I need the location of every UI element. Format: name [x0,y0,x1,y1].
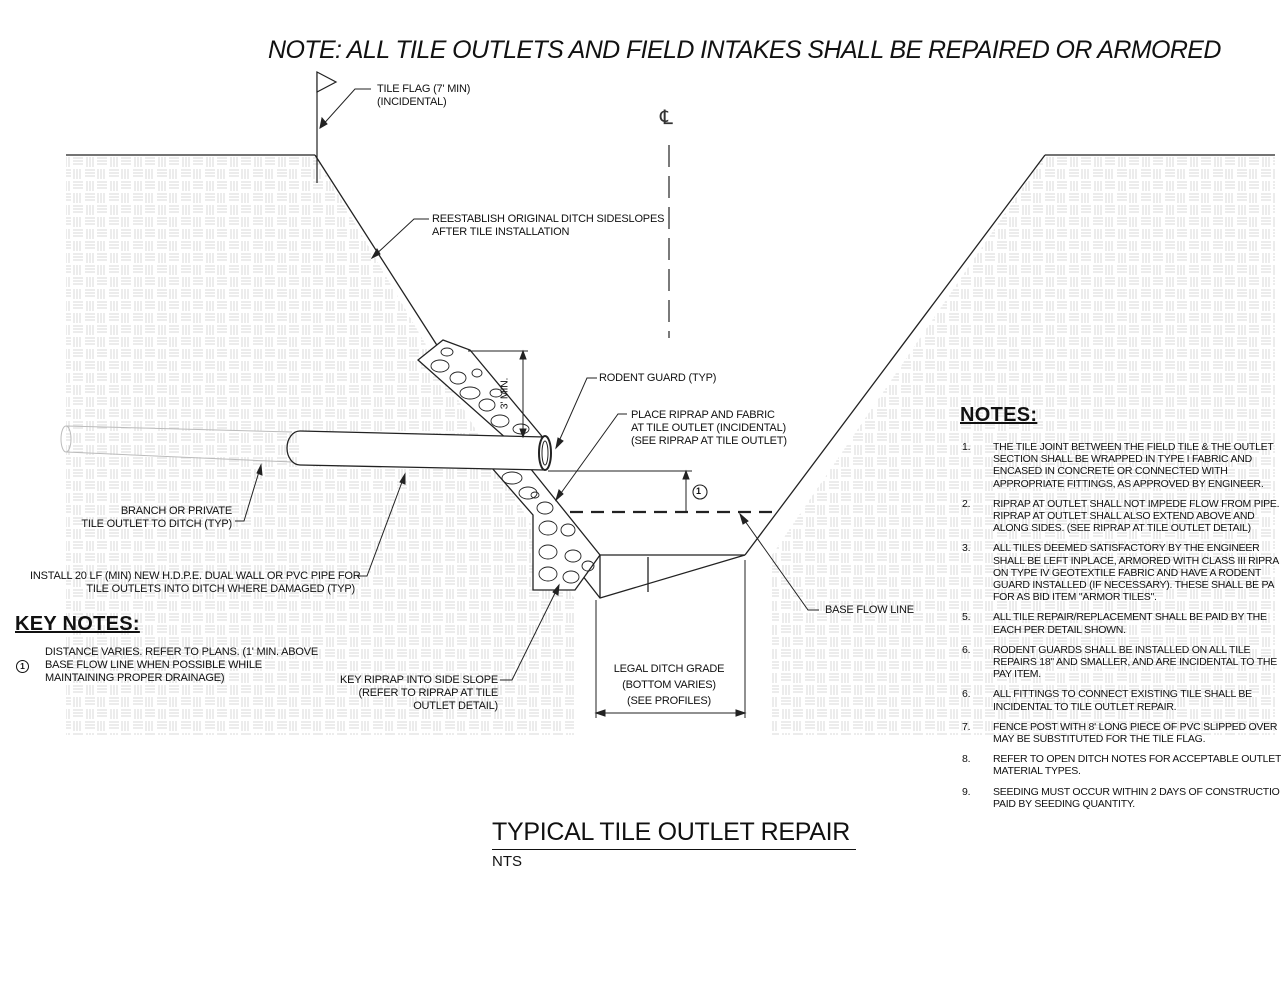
key-note-marker: 1 [16,660,29,673]
note-item: 1.THE TILE JOINT BETWEEN THE FIELD TILE … [962,441,1274,490]
drawing-scale: NTS [492,853,522,870]
callout-tile-flag: TILE FLAG (7' MIN)(INCIDENTAL) [377,83,471,108]
dimension-marker-1: 1 [696,486,701,496]
notes-heading: NOTES: [960,404,1038,426]
note-item: 7.FENCE POST WITH 8' LONG PIECE OF PVC S… [962,720,1278,746]
note-item: 9.SEEDING MUST OCCUR WITHIN 2 DAYS OF CO… [962,785,1280,810]
note-item: 2.RIPRAP AT OUTLET SHALL NOT IMPEDE FLOW… [962,497,1280,535]
title-underline [492,849,856,850]
callout-key-riprap: KEY RIPRAP INTO SIDE SLOPE(REFER TO RIPR… [340,674,499,712]
new-pipe [300,431,542,470]
callout-install: INSTALL 20 LF (MIN) NEW H.D.P.E. DUAL WA… [30,570,361,595]
key-note-item: 1 DISTANCE VARIES. REFER TO PLANS. (1' M… [16,646,318,685]
centerline-symbol: ℄ [660,107,673,129]
callout-min-depth: 3' MIN. [498,377,511,410]
title-block: TYPICAL TILE OUTLET REPAIR NTS [492,818,856,870]
notes-list: 1.THE TILE JOINT BETWEEN THE FIELD TILE … [962,441,1281,818]
right-sideslope [744,154,1046,556]
note-item: 3.ALL TILES DEEMED SATISFACTORY BY THE E… [962,542,1279,604]
tile-flag [316,71,338,183]
right-soil [772,155,1275,735]
note-item: 6.ALL FITTINGS TO CONNECT EXISTING TILE … [962,688,1252,713]
key-note-text: DISTANCE VARIES. REFER TO PLANS. (1' MIN… [45,646,319,684]
note-item: 8.REFER TO OPEN DITCH NOTES FOR ACCEPTAB… [962,753,1281,778]
drawing-title: TYPICAL TILE OUTLET REPAIR [492,818,851,846]
callout-rodent-guard: RODENT GUARD (TYP) [599,372,717,384]
rodent-guard [538,435,552,471]
callout-legal-ditch-grade: LEGAL DITCH GRADE(BOTTOM VARIES)(SEE PRO… [613,663,725,707]
header-note: NOTE: ALL TILE OUTLETS AND FIELD INTAKES… [268,36,1221,64]
key-notes-heading: KEY NOTES: [15,613,140,635]
note-item: 5.ALL TILE REPAIR/REPLACEMENT SHALL BE P… [962,611,1267,636]
note-item: 6.RODENT GUARDS SHALL BE INSTALLED ON AL… [962,643,1277,681]
callout-base-flow-line: BASE FLOW LINE [825,604,914,616]
